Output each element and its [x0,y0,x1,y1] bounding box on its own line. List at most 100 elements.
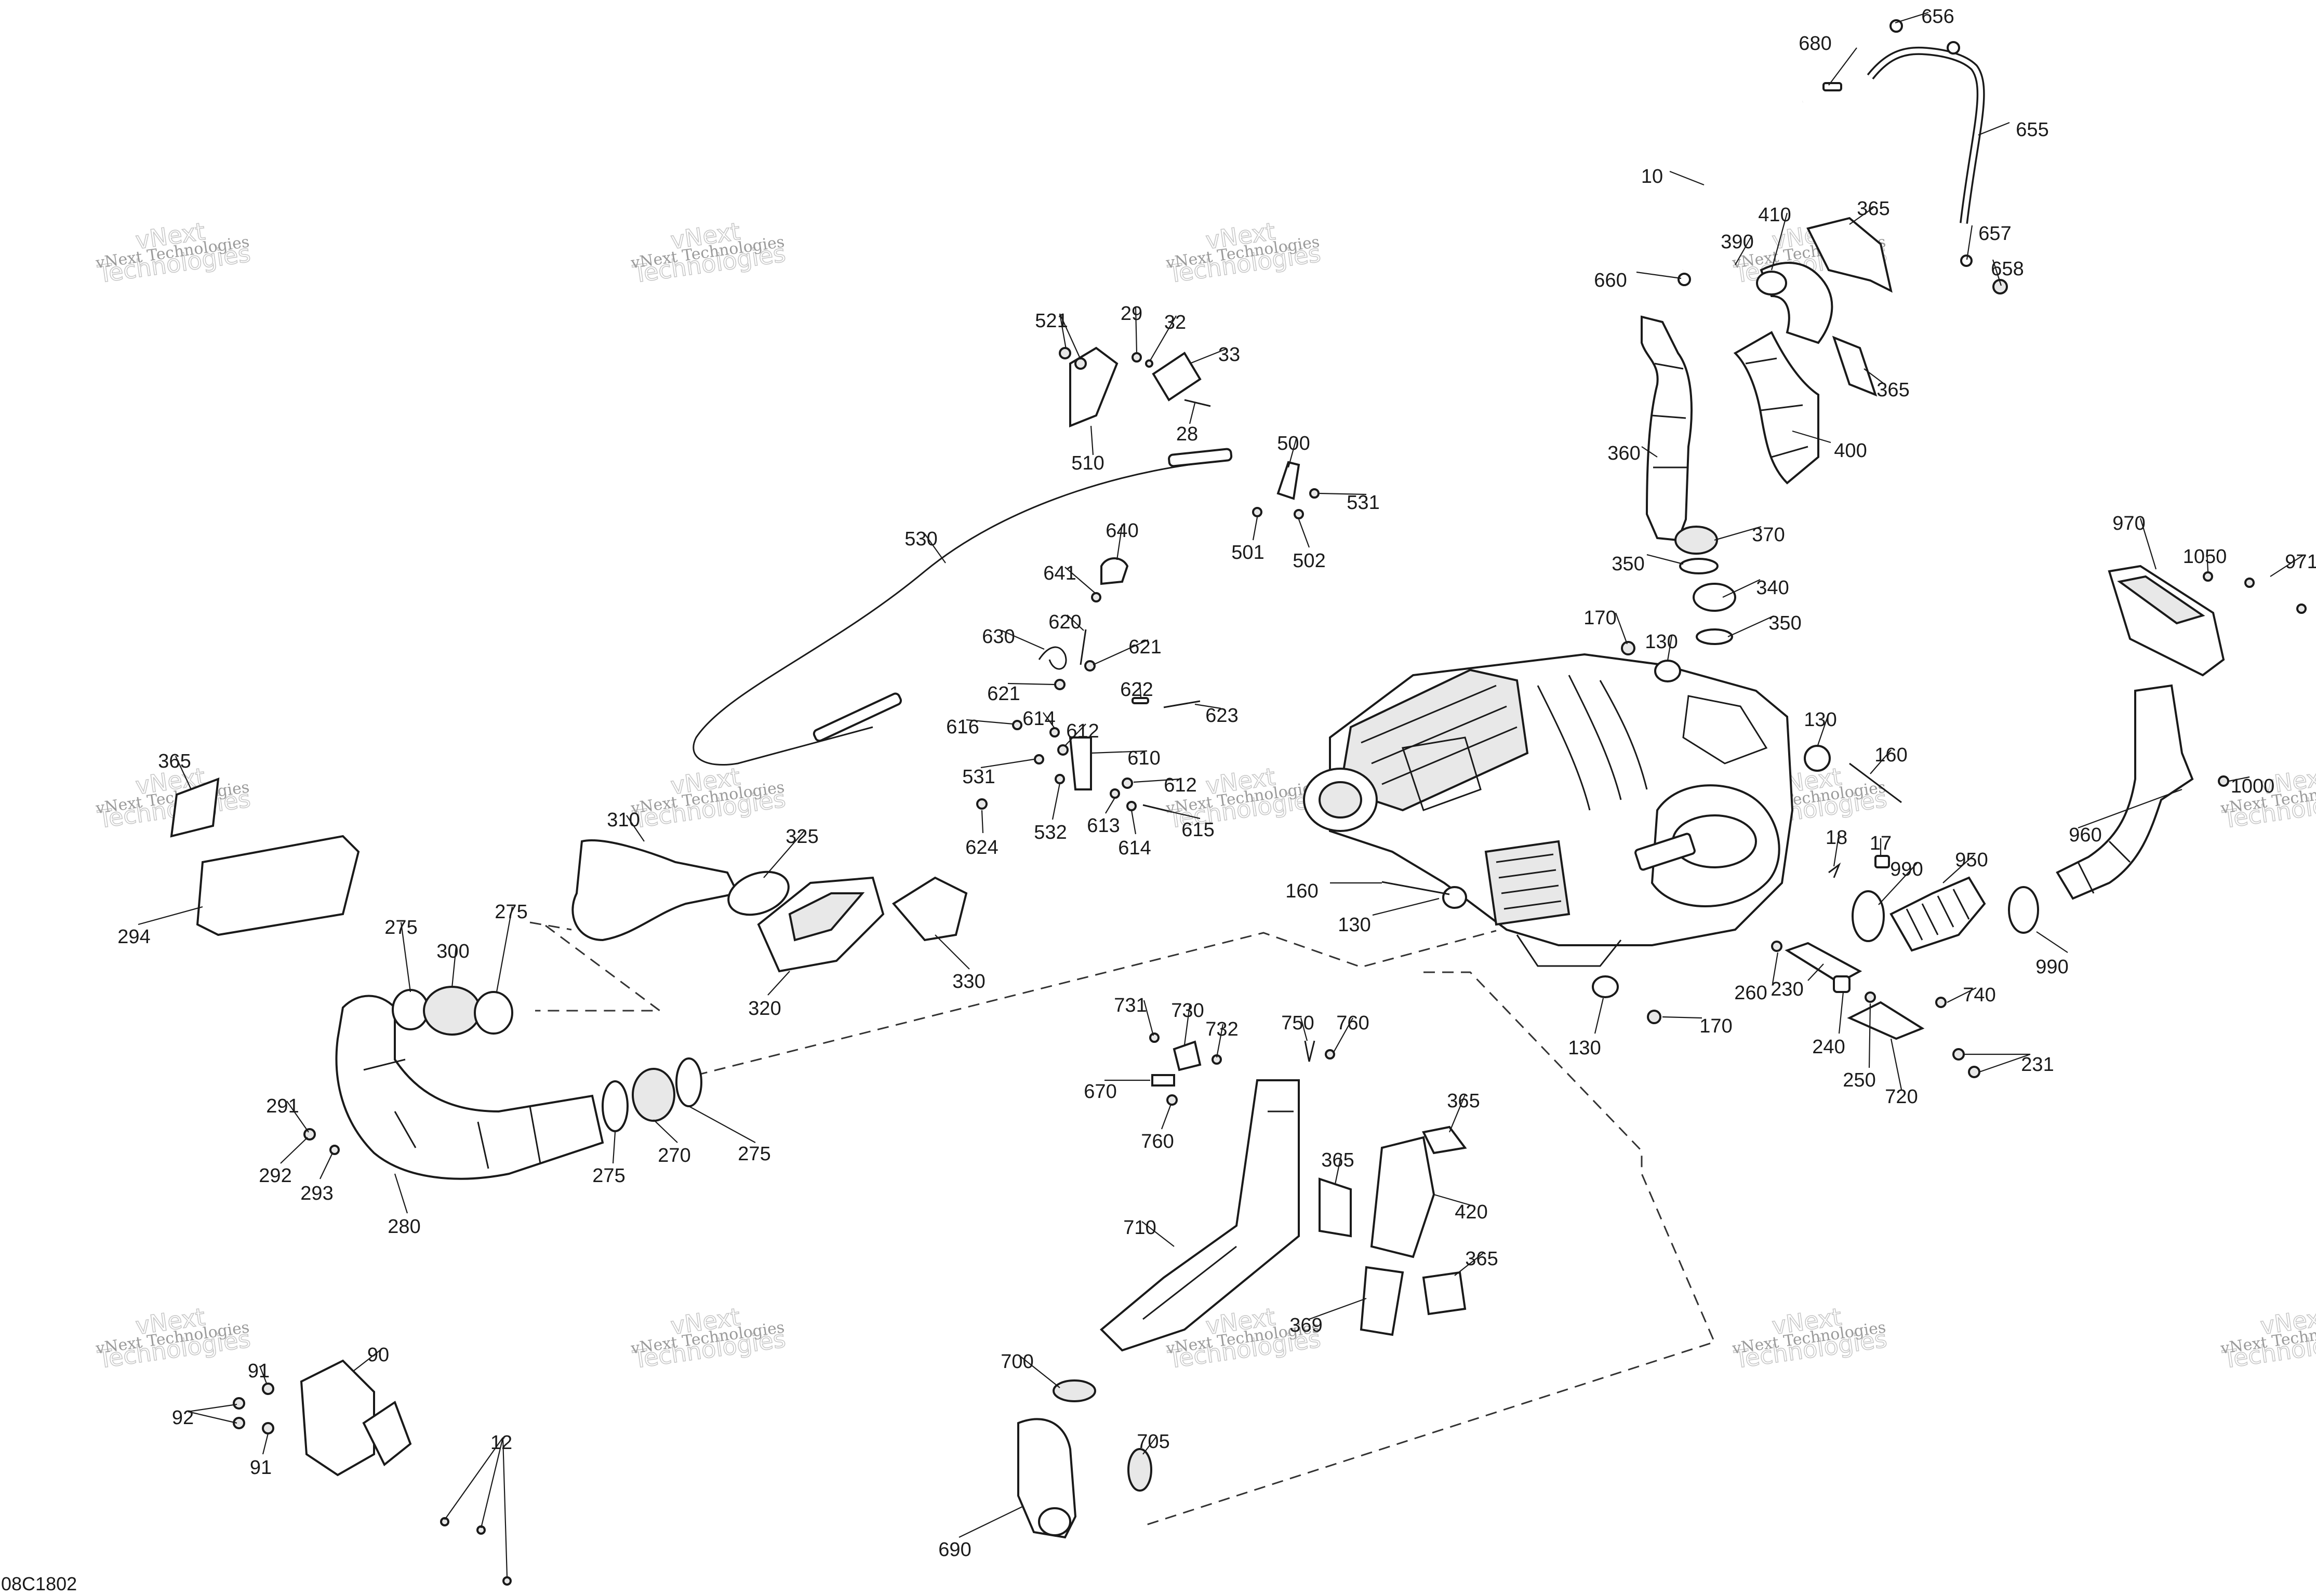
callout-130: 130 [1645,631,1678,653]
callout-760: 760 [1141,1131,1174,1152]
nut-624 [976,798,988,810]
callout-658: 658 [1991,258,2024,280]
air-box-970 [2108,565,2225,677]
callout-340: 340 [1756,577,1789,599]
coupler-300 [423,986,481,1036]
callout-612: 612 [1164,774,1196,796]
callout-502: 502 [1293,550,1325,572]
callout-310: 310 [607,809,640,831]
screw-521a [1059,347,1071,359]
callout-510: 510 [1071,452,1104,474]
callout-610: 610 [1127,747,1160,769]
callout-29: 29 [1121,303,1142,325]
lever-610 [1069,736,1092,790]
elbow-690 [1017,1418,1077,1539]
callout-91: 91 [248,1360,270,1382]
leader-lines [138,11,2303,1577]
gasket-340 [1693,583,1736,612]
gasket-700 [1053,1379,1096,1402]
nut-621a [1084,660,1096,672]
callout-410: 410 [1758,204,1791,226]
washer-613 [1110,788,1120,799]
callout-660: 660 [1594,270,1627,291]
plate-230 [1785,942,1862,984]
screw-28 [1184,399,1211,407]
callout-670: 670 [1084,1081,1116,1103]
callout-91: 91 [250,1457,272,1479]
nut-250 [1865,991,1876,1003]
callout-615: 615 [1181,819,1214,841]
bushing-612b [1122,777,1133,789]
breather-hose-655 [1867,46,1985,224]
callout-365: 365 [1876,379,1909,401]
callout-291: 291 [266,1095,299,1117]
callout-621: 621 [1128,636,1161,658]
pin-622 [1132,697,1149,704]
callout-640: 640 [1106,520,1138,542]
callout-657: 657 [1978,223,2011,245]
nut-91a [262,1383,274,1395]
callout-732: 732 [1205,1018,1238,1040]
callout-521: 521 [1035,310,1068,332]
washer-502 [1294,509,1304,519]
clamp-656b [1947,41,1960,55]
mount-130c [1442,886,1467,909]
mount-130a [1654,660,1681,682]
bracket-730 [1173,1040,1202,1071]
callout-365: 365 [1465,1248,1498,1270]
nut-170a [1621,641,1635,655]
callout-33: 33 [1218,344,1240,366]
nut-92b [233,1417,245,1429]
heat-shield-365-mid [1319,1177,1352,1238]
clamp-275d [675,1057,702,1107]
callout-705: 705 [1137,1431,1169,1453]
bolt-231b [1968,1066,1980,1078]
nut-760a [1166,1094,1178,1106]
clamp-370 [1674,526,1718,555]
callout-170: 170 [1583,607,1616,629]
heat-shield-365-low [1422,1271,1467,1316]
callout-710: 710 [1123,1217,1156,1239]
callout-360: 360 [1607,442,1640,464]
callout-240: 240 [1812,1036,1845,1058]
callout-690: 690 [938,1539,971,1561]
heat-shield-294 [196,835,360,936]
screw-501 [1252,507,1262,517]
callout-320: 320 [748,998,781,1020]
callout-231: 231 [2021,1054,2054,1076]
nut-641 [1091,592,1101,602]
bolt-160a [1849,762,1902,803]
callout-501: 501 [1231,542,1264,564]
callout-990: 990 [2035,956,2068,978]
callout-28: 28 [1176,423,1198,445]
callout-621: 621 [987,683,1020,705]
screw-531b [1034,754,1044,765]
callout-160: 160 [1874,744,1907,766]
callout-990: 990 [1890,859,1923,880]
callout-294: 294 [117,926,150,948]
exhaust-duct-400 [1733,331,1819,485]
hose-connector-680 [1822,82,1842,91]
mount-130b [1804,745,1831,772]
intake-duct-410 [1756,262,1833,344]
nut-170b [1647,1010,1661,1024]
nut-91b [262,1422,274,1434]
callout-971: 971 [2285,551,2316,573]
callout-655: 655 [2016,119,2048,141]
bracket-720 [1847,1001,1925,1040]
elbow-640 [1100,557,1129,585]
callout-230: 230 [1771,978,1803,1000]
air-box-320 [757,876,885,973]
callout-612: 612 [1066,720,1099,742]
module-90 [300,1359,412,1477]
callout-614: 614 [1022,708,1055,730]
exhaust-duct-360 [1641,315,1693,542]
nut-658 [1992,279,2008,294]
screw-531a [1309,488,1320,499]
exhaust-pipe-710 [1100,1079,1300,1352]
